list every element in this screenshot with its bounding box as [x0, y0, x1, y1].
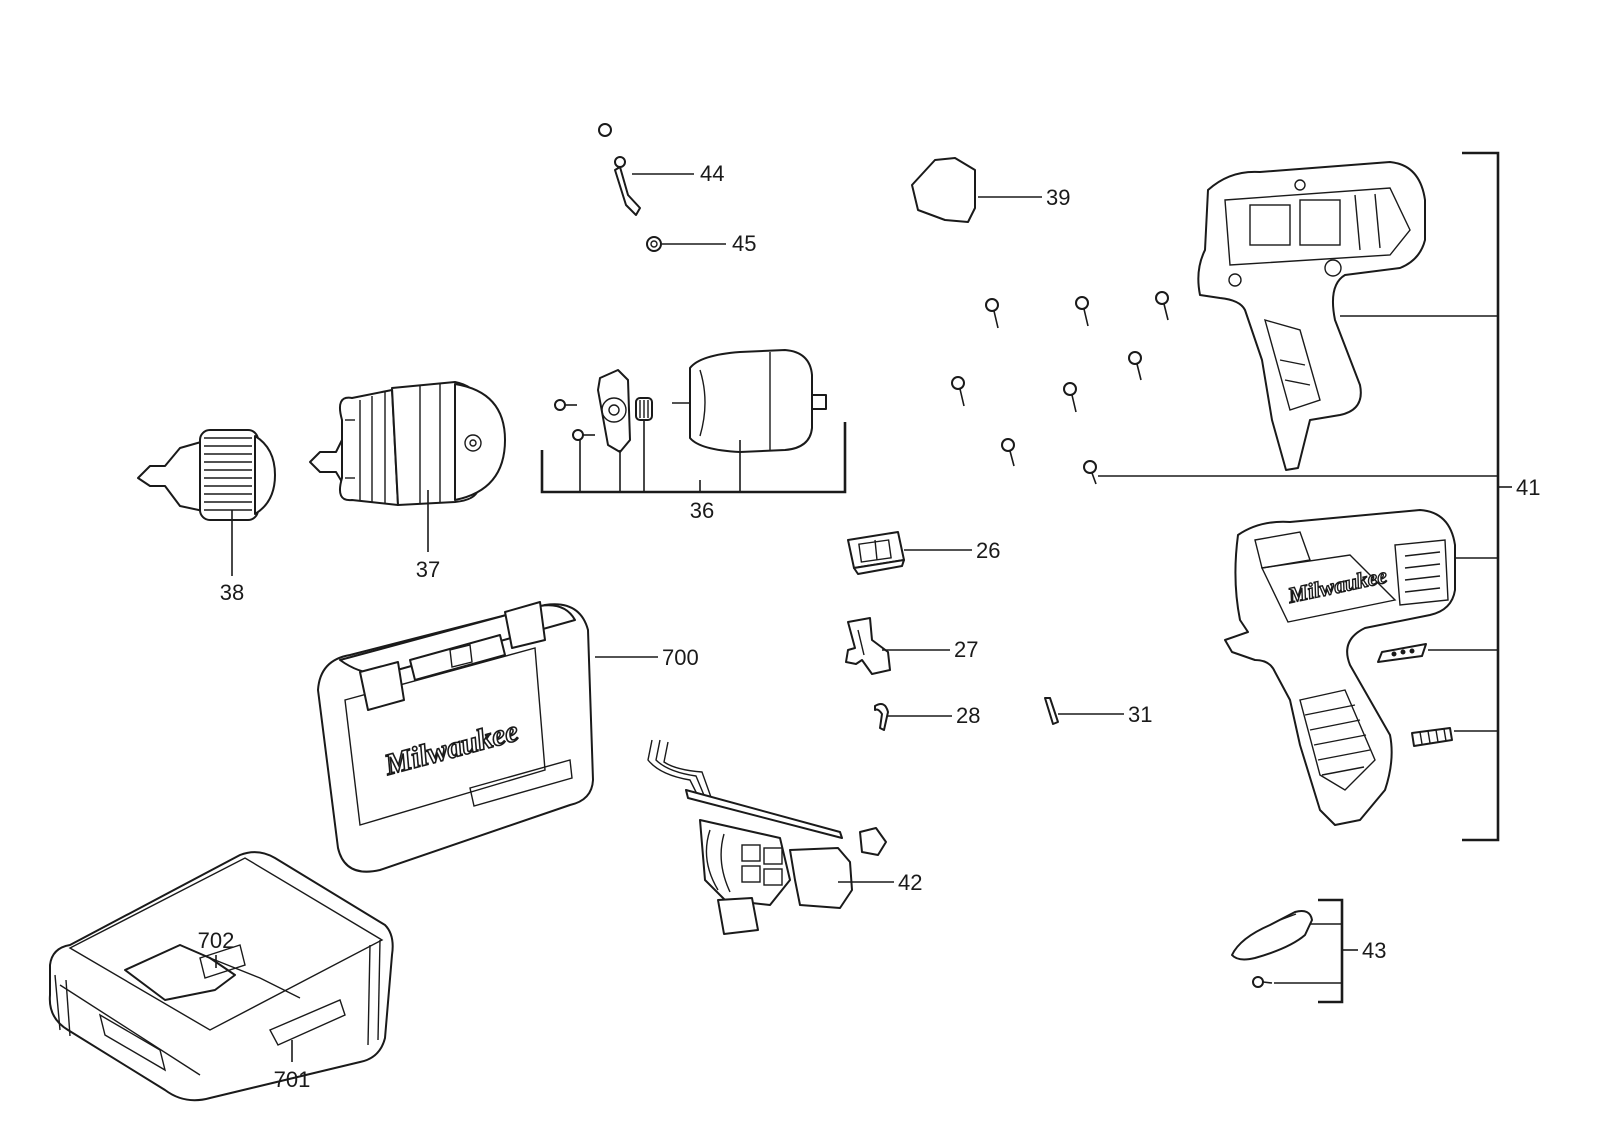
part-702-foam-insert[interactable]: [199, 944, 246, 979]
part-41-grip-insert[interactable]: [1411, 727, 1453, 747]
part-43-belt-clip[interactable]: [1231, 910, 1313, 988]
callout-45: 45: [732, 231, 756, 256]
part-38-chuck[interactable]: [137, 429, 276, 521]
part-26-speed-selector[interactable]: [847, 531, 905, 575]
callout-31: 31: [1128, 702, 1152, 727]
part-41-housing-right[interactable]: Milwaukee: [1224, 509, 1456, 826]
callout-43: 43: [1362, 938, 1386, 963]
callout-702: 702: [198, 928, 235, 953]
callout-701: 701: [274, 1067, 311, 1092]
part-700-carry-case[interactable]: Milwaukee: [317, 601, 594, 873]
callout-28: 28: [956, 703, 980, 728]
part-41-led-lens[interactable]: [1377, 643, 1427, 663]
callout-42: 42: [898, 870, 922, 895]
callout-27: 27: [954, 637, 978, 662]
part-31-pin[interactable]: [1044, 697, 1059, 725]
part-42-switch-pcb[interactable]: [647, 739, 887, 935]
part-37-gearbox[interactable]: [309, 381, 506, 506]
part-701-case-tray[interactable]: [48, 851, 394, 1102]
callout-37: 37: [416, 557, 440, 582]
part-39-label[interactable]: [911, 157, 976, 223]
part-27-forward-reverse[interactable]: [845, 617, 891, 675]
callout-38: 38: [220, 580, 244, 605]
callout-700: 700: [662, 645, 699, 670]
callout-39: 39: [1046, 185, 1070, 210]
part-45-washer[interactable]: [646, 236, 662, 252]
callout-36: 36: [690, 498, 714, 523]
part-41-housing-left[interactable]: [1197, 161, 1426, 471]
callout-44: 44: [700, 161, 724, 186]
part-44-spring-clip[interactable]: [598, 123, 641, 216]
callout-26: 26: [976, 538, 1000, 563]
callout-41: 41: [1516, 475, 1540, 500]
housing-screws[interactable]: [951, 291, 1169, 485]
part-36-motor-assembly[interactable]: [554, 349, 827, 453]
part-28-spring[interactable]: [874, 703, 889, 731]
